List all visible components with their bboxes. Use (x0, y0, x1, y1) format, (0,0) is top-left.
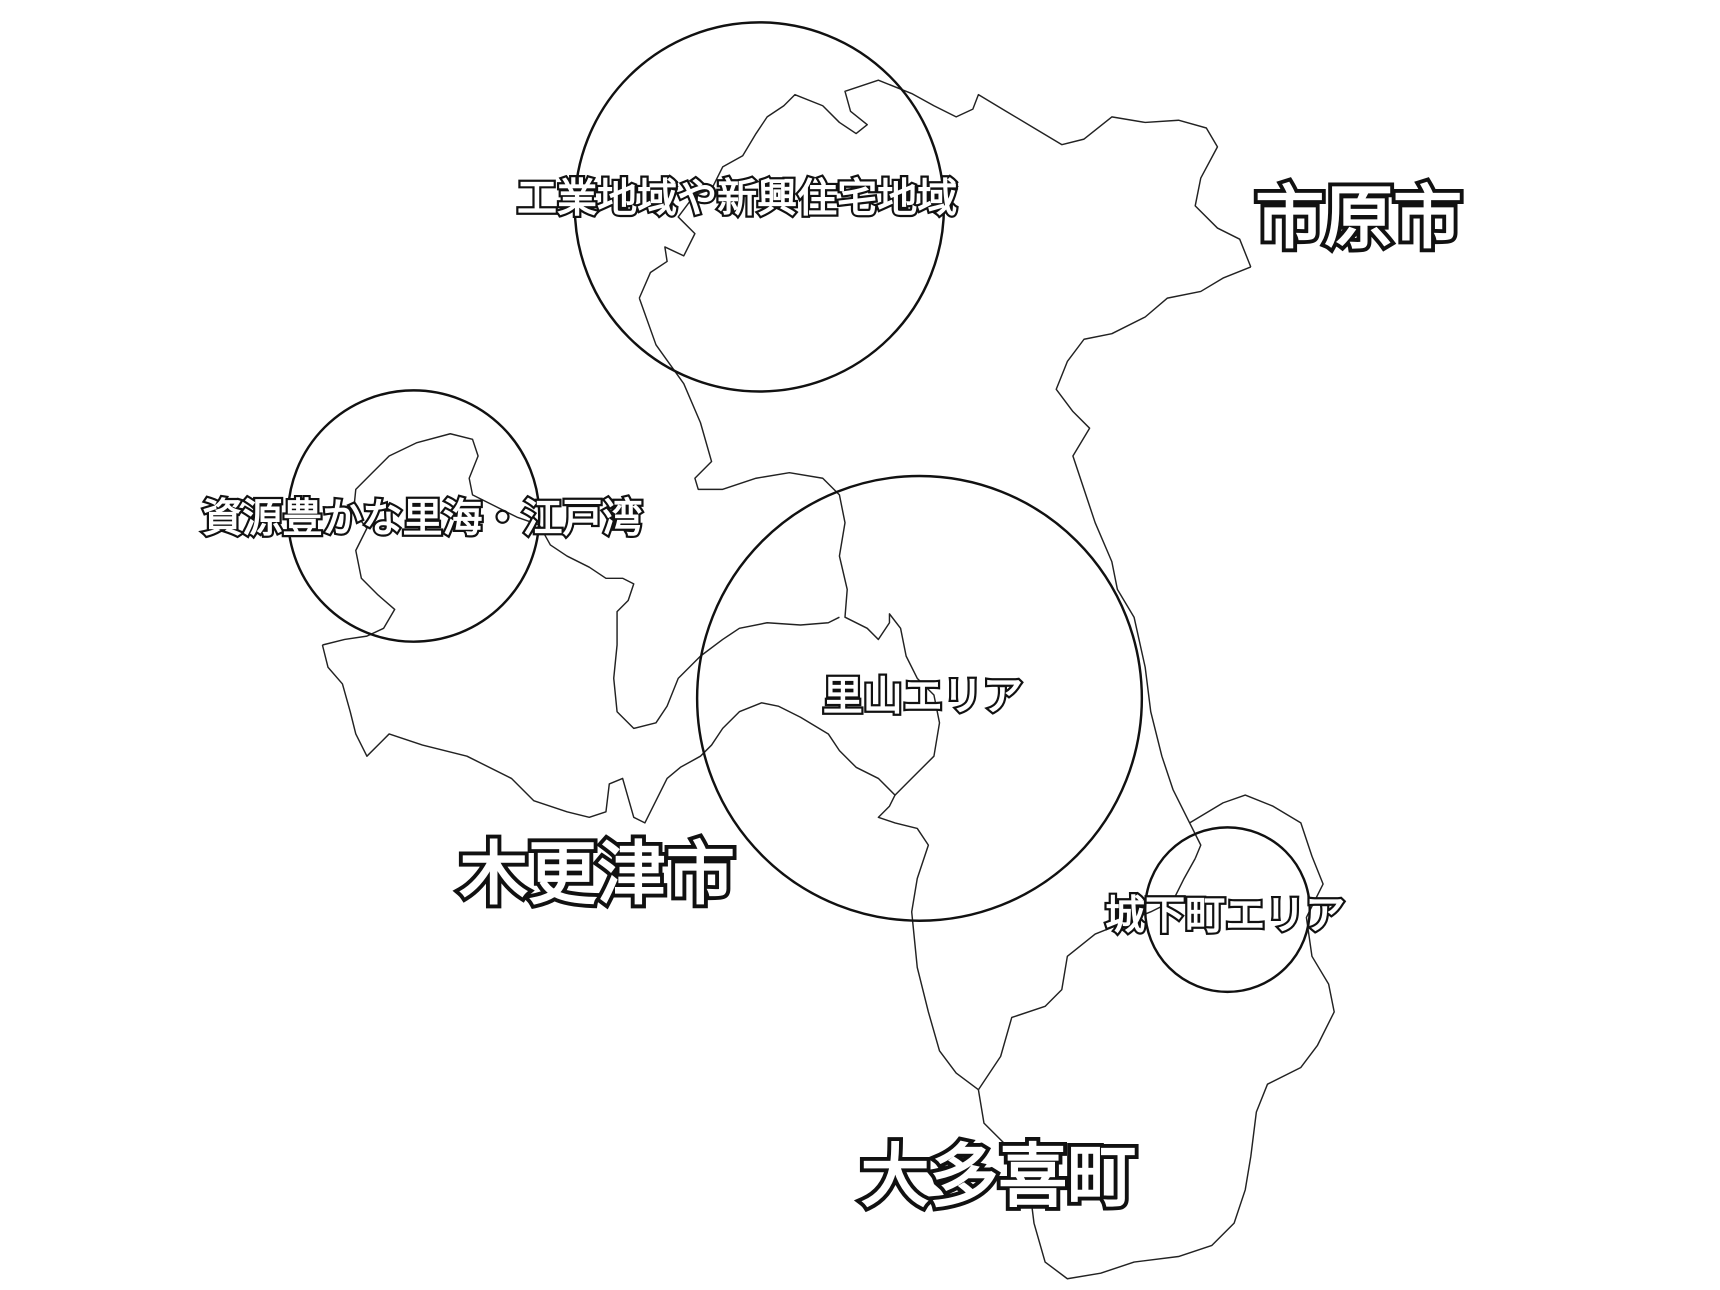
satoyama-zone-label: 里山エリア (823, 673, 1023, 719)
industrial-zone-circle (573, 21, 946, 393)
municipality-labels: 市原市 木更津市 大多喜町 (455, 175, 1466, 1221)
boundaries (321, 79, 1335, 1280)
castle-town-zone-label: 城下町エリア (1105, 892, 1345, 938)
zone-circles (286, 21, 1311, 994)
otaki-label: 大多喜町 (861, 1137, 1137, 1217)
ichihara-kisarazu-boundary (638, 297, 941, 796)
ichihara-coastline (638, 79, 1252, 299)
zone-labels: 工業地域や新興住宅地域 資源豊かな里海・江戸湾 里山エリア 城下町エリア (200, 173, 1347, 941)
industrial-zone-label: 工業地域や新興住宅地域 (517, 175, 957, 221)
castle-town-zone-circle (1143, 826, 1311, 994)
kisarazu-label: 木更津市 (459, 835, 735, 915)
otaki-north-boundary (977, 858, 1196, 1091)
otaki-west-boundary (321, 644, 979, 1091)
castle-town-boundary (977, 794, 1335, 1280)
ichihara-label: 市原市 (1255, 179, 1462, 259)
sea-zone-circle (286, 389, 541, 643)
ichihara-east-boundary (1055, 266, 1252, 859)
kisarazu-coastline (322, 433, 840, 730)
sea-zone-label: 資源豊かな里海・江戸湾 (202, 495, 642, 541)
satoyama-zone-circle (695, 474, 1144, 922)
